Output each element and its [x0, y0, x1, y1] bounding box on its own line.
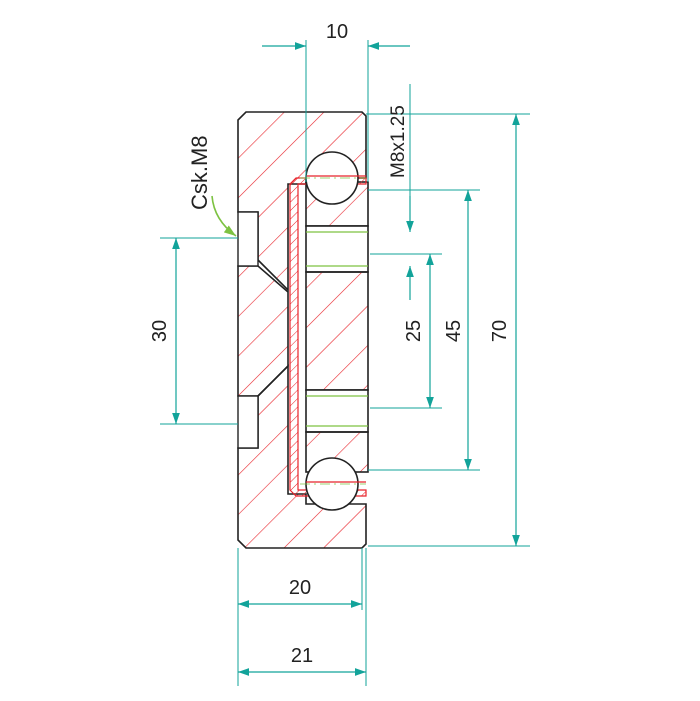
centerlines [300, 177, 366, 485]
dim-21-label: 21 [291, 645, 313, 667]
dim-csk-label: Csk.M8 [187, 135, 212, 210]
shaft-thread-upper [305, 225, 369, 273]
dim-30-label: 30 [149, 320, 171, 342]
dim-10-label: 10 [326, 21, 348, 43]
dim-70-label: 70 [489, 320, 511, 342]
dim-thread-label: M8x1.25 [388, 105, 409, 178]
dim-20-label: 20 [289, 577, 311, 599]
shaft-thread-lower [305, 389, 369, 433]
dimension-lines [172, 42, 520, 676]
csk-leader [211, 195, 237, 237]
shaft-mid [305, 271, 369, 391]
dim-45-label: 45 [443, 320, 465, 342]
ball-lower [305, 457, 359, 511]
extension-lines [160, 40, 530, 686]
csk-upper [237, 211, 259, 267]
csk-lower [237, 395, 259, 449]
housing-section [237, 111, 369, 549]
dim-25-label: 25 [403, 320, 425, 342]
ball-upper [305, 151, 359, 205]
